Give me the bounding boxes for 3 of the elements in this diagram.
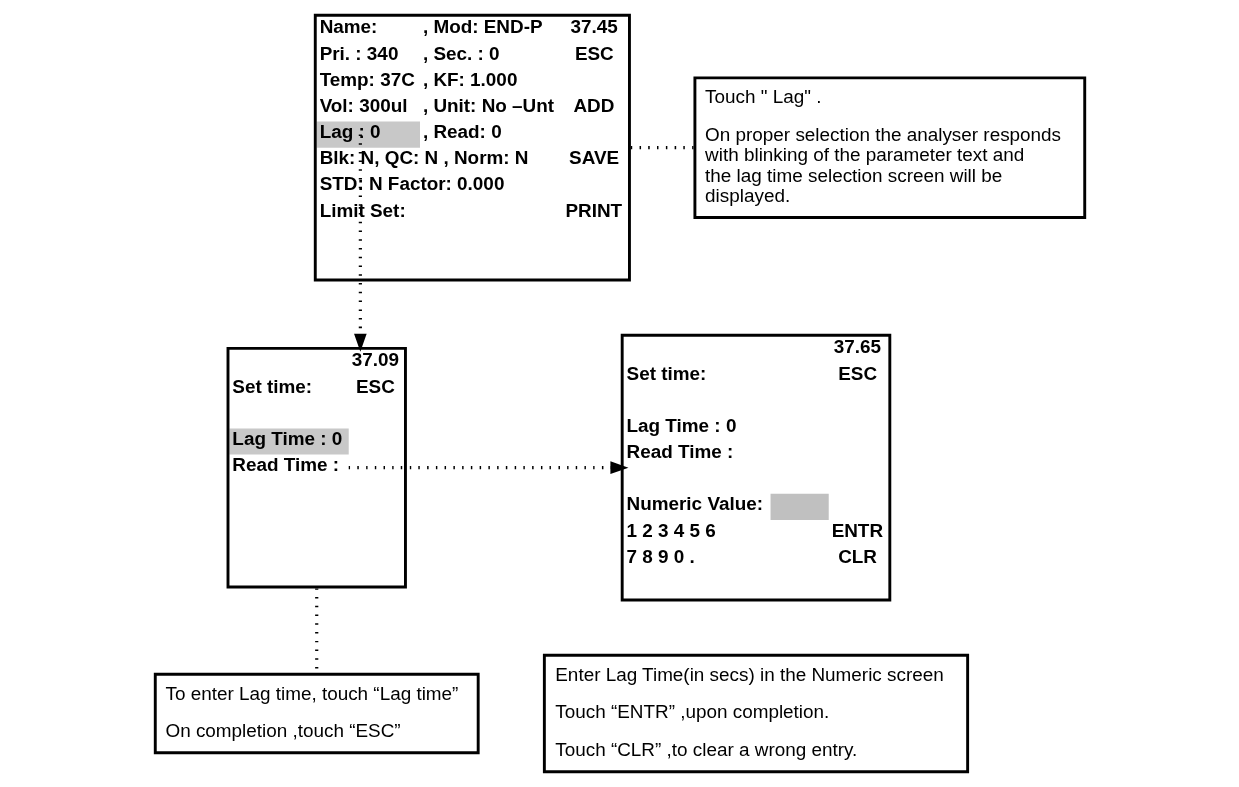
connector <box>630 146 693 150</box>
arrow <box>353 134 367 352</box>
arrow <box>348 461 628 474</box>
